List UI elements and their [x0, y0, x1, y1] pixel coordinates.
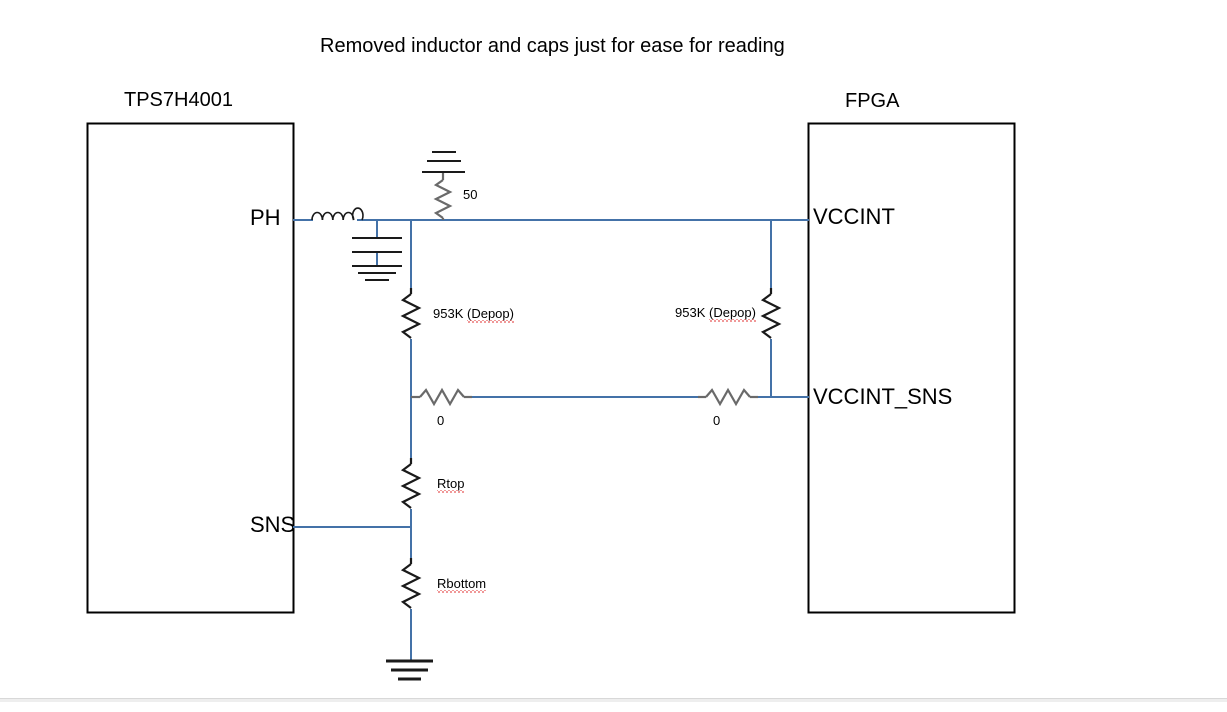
- ground-symbol-resistor-50: [422, 151, 465, 173]
- pin-label-sns: SNS: [250, 512, 296, 537]
- pin-label-vccint-sns: VCCINT_SNS: [813, 384, 953, 409]
- inductor-symbol: [311, 207, 364, 221]
- page-bottom-edge: [0, 698, 1227, 712]
- resistor-rbottom-symbol: [400, 558, 422, 609]
- resistor-953k-left-label: 953K (Depop): [433, 306, 514, 323]
- resistor-rtop-symbol: [400, 458, 422, 509]
- ground-symbol-bottom: [386, 659, 433, 681]
- resistor-953k-left-value: 953K: [433, 306, 464, 321]
- resistor-0-right-symbol: [698, 387, 758, 407]
- resistor-953k-left-note: (Depop): [467, 306, 514, 323]
- resistor-953k-right-label: 953K (Depop): [675, 305, 756, 322]
- left-block-title: TPS7H4001: [124, 89, 233, 111]
- capacitor-symbol: [352, 237, 402, 253]
- resistor-rbottom-text: Rbottom: [437, 576, 487, 593]
- resistor-953k-right-note: (Depop): [709, 305, 756, 322]
- resistor-0-left-symbol: [411, 387, 472, 407]
- resistor-953k-left-symbol: [400, 288, 422, 339]
- left-ic-block: [86, 122, 295, 614]
- right-block-title: FPGA: [845, 90, 900, 112]
- resistor-0-right-label: 0: [713, 413, 721, 428]
- ground-symbol-capacitor: [352, 265, 402, 281]
- pin-label-ph: PH: [250, 205, 281, 230]
- resistor-50-symbol: [433, 172, 453, 220]
- page-title: Removed inductor and caps just for ease …: [320, 35, 785, 57]
- resistor-rbottom-label: Rbottom: [437, 576, 487, 593]
- resistor-0-left-label: 0: [437, 413, 445, 428]
- resistor-953k-right-value: 953K: [675, 305, 706, 320]
- fpga-block: [807, 122, 1016, 614]
- resistor-rtop-label: Rtop: [437, 476, 465, 493]
- pin-label-vccint: VCCINT: [813, 204, 895, 229]
- page-edge-shade: [0, 699, 1227, 702]
- resistor-953k-right-symbol: [760, 288, 782, 339]
- resistor-rtop-text: Rtop: [437, 476, 465, 493]
- resistor-50-label: 50: [463, 187, 478, 202]
